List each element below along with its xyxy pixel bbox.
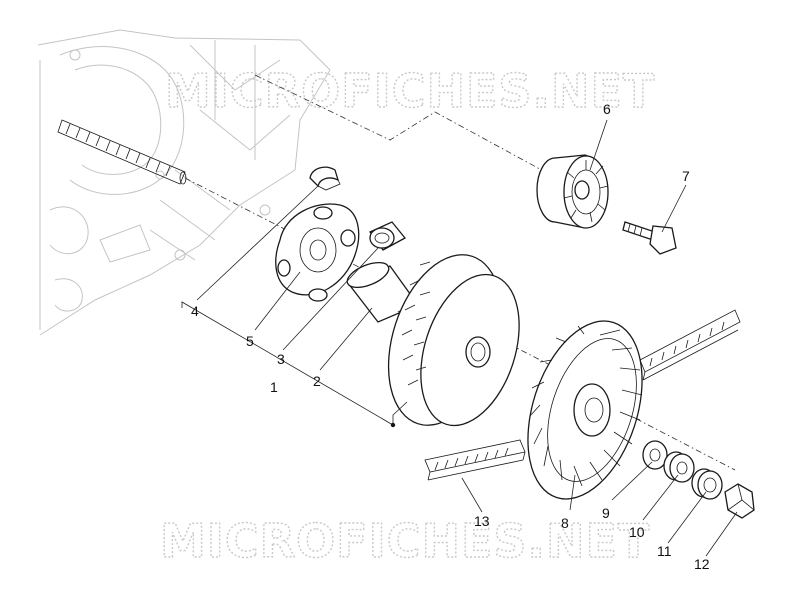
part-drive-belt — [424, 309, 741, 481]
part-spring-washer — [691, 468, 723, 500]
part-drive-pulley — [387, 254, 520, 427]
axis-right — [599, 399, 736, 471]
leader-lines — [181, 119, 738, 557]
callout-10: 10 — [629, 524, 645, 540]
watermark-bottom: MICROFICHES.NET — [160, 514, 650, 568]
callout-labels: 1 2 3 4 5 6 7 8 9 10 11 12 13 — [191, 101, 710, 572]
callout-7: 7 — [682, 168, 690, 184]
splined-shaft — [57, 119, 187, 185]
callout-3: 3 — [277, 351, 285, 367]
callout-5: 5 — [246, 333, 254, 349]
callout-13: 13 — [474, 513, 490, 529]
callout-8: 8 — [561, 515, 569, 531]
part-nut — [724, 483, 755, 519]
crankcase-ghost — [37, 29, 331, 336]
part-fan-pulley — [527, 320, 643, 500]
callout-9: 9 — [602, 505, 610, 521]
axis-upper — [254, 74, 561, 181]
part-ramp-plate — [275, 203, 360, 302]
callout-1: 1 — [270, 379, 278, 395]
part-clip — [309, 166, 341, 191]
part-thick-washer — [663, 451, 695, 483]
callout-12: 12 — [694, 556, 710, 572]
callout-11: 11 — [657, 543, 672, 559]
part-bolt — [622, 221, 677, 255]
callout-4: 4 — [191, 303, 199, 319]
watermark-top: MICROFICHES.NET — [165, 64, 655, 118]
callout-2: 2 — [313, 373, 321, 389]
part-washer — [642, 440, 668, 470]
part-roller-wheel — [536, 154, 609, 229]
callout-6: 6 — [603, 101, 611, 117]
part-bushing — [369, 221, 406, 251]
